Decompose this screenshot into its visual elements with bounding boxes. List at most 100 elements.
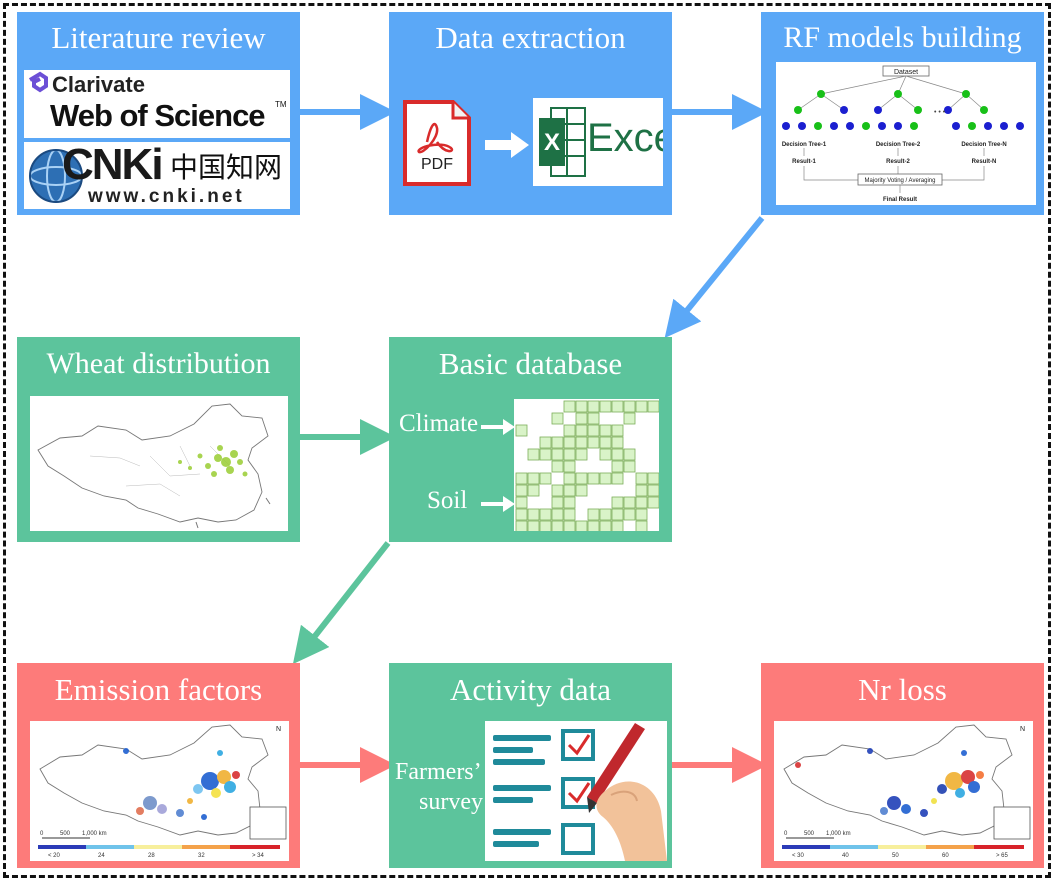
ellipsis-text: • • • — [934, 109, 946, 116]
grid-cell — [575, 400, 588, 413]
box-title: Emission factors — [54, 672, 263, 707]
climate-arrow-icon — [481, 419, 515, 435]
pdf-label: PDF — [421, 156, 453, 173]
grid-cell — [539, 472, 552, 485]
grid-cell — [551, 520, 564, 531]
grid-cell — [515, 484, 528, 497]
box-title: Nr loss — [858, 672, 947, 707]
grid-cell — [623, 448, 636, 461]
legend-bar — [782, 845, 1024, 849]
grid-cell — [599, 400, 612, 413]
legend-3: 60 — [942, 853, 949, 859]
legend-1: 24 — [98, 853, 105, 859]
tree-1-label: Decision Tree-1 — [782, 142, 827, 148]
grid-cell — [515, 472, 528, 485]
china-map-wheat — [37, 403, 271, 529]
tree-diagram: Dataset • • • Decision Tree-1 — [782, 65, 1024, 203]
final-result-label: Final Result — [883, 197, 917, 203]
grid-cell — [527, 484, 540, 497]
grid-cell — [623, 508, 636, 521]
legend-1: 40 — [842, 853, 849, 859]
grid-cell — [611, 496, 624, 509]
grid-cell — [575, 424, 588, 437]
activity-data-box: Activity data Farmers’ survey — [389, 663, 672, 868]
grid-cell — [647, 496, 659, 509]
grid-cell — [551, 436, 564, 449]
grid-cell — [551, 460, 564, 473]
grid-cell — [575, 412, 588, 425]
grid-cell — [623, 460, 636, 473]
result-1-label: Result-1 — [792, 159, 816, 165]
farmers-label: Farmers’ — [395, 759, 482, 785]
grid-cell — [611, 508, 624, 521]
grid-cell — [635, 472, 648, 485]
cnki-mark: CNKi — [62, 142, 164, 189]
legend-0: < 30 — [792, 853, 805, 859]
grid-cell — [587, 472, 600, 485]
grid-cell — [647, 484, 659, 497]
globe-icon — [29, 149, 83, 203]
grid-cell — [563, 520, 576, 531]
grid-cell — [611, 436, 624, 449]
grid-cell — [611, 400, 624, 413]
grid-cell — [635, 484, 648, 497]
grid-cell — [587, 424, 600, 437]
box-title: Wheat distribution — [46, 347, 271, 380]
grid-cell — [527, 520, 540, 531]
grid-cell — [623, 400, 636, 413]
grid-cell — [575, 520, 588, 531]
web-of-science-text: Web of Science — [50, 98, 266, 133]
grid-cell — [515, 424, 528, 437]
grid-cell — [563, 484, 576, 497]
china-map-nrloss: N 0 500 1,000 km < 30 40 50 60 > 65 — [782, 724, 1031, 859]
grid-cell — [539, 436, 552, 449]
grid-cell — [599, 448, 612, 461]
grid-cell — [623, 496, 636, 509]
grid-cell — [611, 472, 624, 485]
legend-4: > 34 — [252, 853, 265, 859]
result-2-label: Result-2 — [886, 159, 910, 165]
scale-1000: 1,000 km — [82, 831, 107, 837]
cnki-logo: CNKi 中国知网 www.cnki.net — [24, 142, 290, 209]
grid-cell — [635, 400, 648, 413]
climate-label: Climate — [399, 410, 479, 437]
grid-cell — [527, 508, 540, 521]
grid-cell — [563, 400, 576, 413]
grid-cell — [551, 412, 564, 425]
scale-0: 0 — [40, 831, 44, 837]
scale-0: 0 — [784, 831, 788, 837]
grid-cell — [563, 448, 576, 461]
dataset-node: Dataset — [894, 69, 918, 76]
grid-cell — [587, 412, 600, 425]
rf-models-box: RF models building Dataset — [761, 12, 1044, 215]
grid-cell — [527, 472, 540, 485]
wheat-distribution-box: Wheat distribution — [17, 337, 300, 542]
cnki-url: www.cnki.net — [88, 186, 245, 207]
dashed-frame — [3, 3, 1051, 878]
clarivate-icon — [28, 71, 48, 93]
excel-icon: X Excel — [533, 98, 663, 186]
grid-cell — [575, 436, 588, 449]
survey-label: survey — [419, 789, 483, 815]
grid-cell — [587, 520, 600, 531]
legend-2: 50 — [892, 853, 899, 859]
grid-cell — [563, 508, 576, 521]
tm-mark: TM — [275, 100, 287, 109]
box-title: RF models building — [783, 21, 1022, 54]
random-forest-diagram: Dataset • • • Decision Tree-1 — [776, 62, 1036, 205]
vote-node: Majority Voting / Averaging — [865, 178, 936, 184]
north-arrow: N — [1020, 726, 1025, 733]
pdf-icon: PDF — [401, 98, 473, 188]
excel-label: Excel — [587, 116, 663, 160]
cnki-chinese: 中国知网 — [170, 151, 283, 184]
grid-cell — [515, 520, 528, 531]
clarivate-text: Clarivate — [52, 72, 145, 97]
grid-cell — [575, 448, 588, 461]
basic-database-box: Basic database Climate Soil — [389, 337, 672, 542]
legend-bar — [38, 845, 280, 849]
soil-label: Soil — [427, 487, 468, 514]
legend-2: 28 — [148, 853, 155, 859]
emission-factors-box: Emission factors N 0 500 1,000 km — [17, 663, 300, 868]
grid-cell — [599, 436, 612, 449]
data-extraction-box: Data extraction PDF X Excel — [389, 12, 672, 215]
